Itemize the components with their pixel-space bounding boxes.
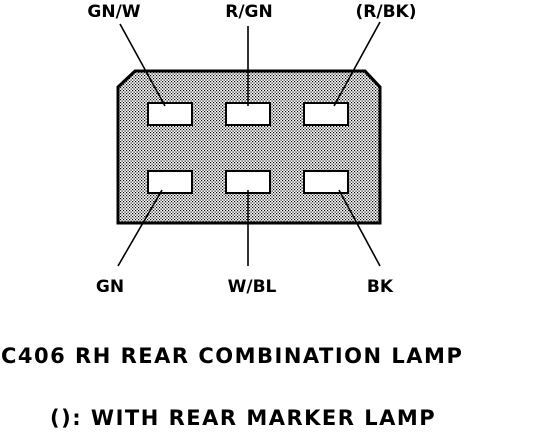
leader-line-top-1 bbox=[119, 23, 166, 107]
leader-line-bottom-3 bbox=[338, 189, 381, 267]
leader-line-bottom-1 bbox=[117, 189, 163, 267]
terminal-cavity-bottom-3 bbox=[303, 170, 349, 194]
pin-label-bottom-2: W/BL bbox=[228, 277, 277, 297]
pin-label-top-3: (R/BK) bbox=[356, 2, 417, 22]
pin-label-bottom-3: BK bbox=[367, 277, 394, 297]
terminal-cavity-top-1 bbox=[147, 102, 193, 126]
connector-title: C406 RH REAR COMBINATION LAMP bbox=[1, 344, 464, 368]
connector-note: (): WITH REAR MARKER LAMP bbox=[50, 406, 437, 430]
pin-label-top-1: GN/W bbox=[87, 2, 140, 22]
pin-label-bottom-1: GN bbox=[96, 277, 124, 297]
terminal-cavity-top-3 bbox=[303, 102, 349, 126]
terminal-cavity-top-2 bbox=[225, 102, 271, 126]
terminal-cavity-bottom-1 bbox=[147, 170, 193, 194]
pin-label-top-2: R/GN bbox=[225, 2, 272, 22]
terminal-cavity-bottom-2 bbox=[225, 170, 271, 194]
leader-line-top-3 bbox=[333, 21, 381, 107]
